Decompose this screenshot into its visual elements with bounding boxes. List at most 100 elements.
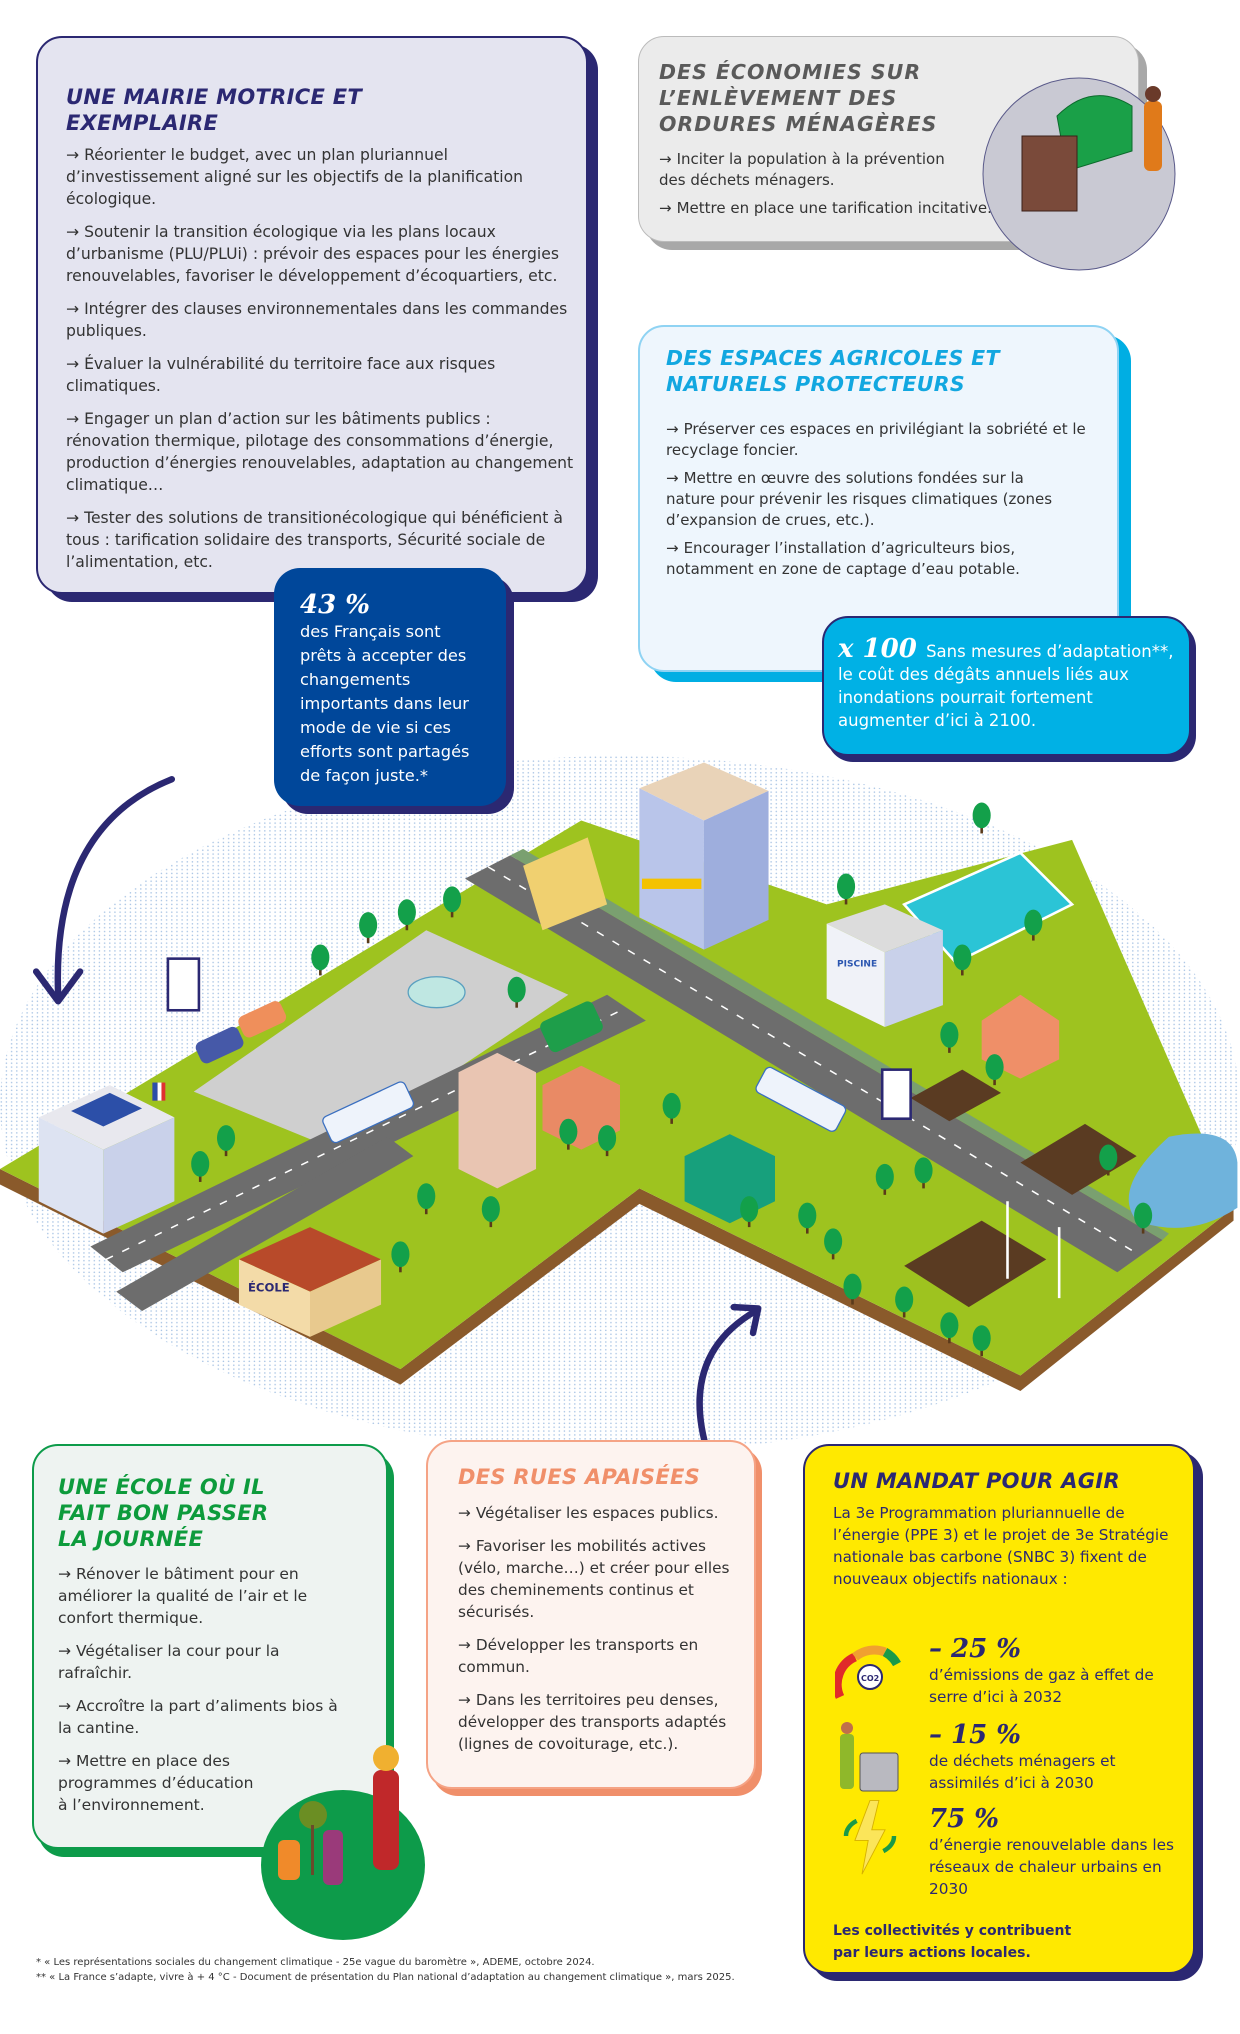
bus	[755, 1066, 847, 1132]
arrowhead-icon	[32, 968, 84, 1005]
worker-head	[1145, 86, 1161, 102]
arrow-icon: →	[66, 223, 80, 241]
stat-text: d’énergie renouvelable dans les réseaux …	[929, 1836, 1175, 1898]
arrow-icon: →	[58, 1752, 71, 1770]
rues-card: DES RUES APAISÉES →Végétaliser les espac…	[426, 1440, 756, 1789]
school-sign: ÉCOLE	[248, 1280, 290, 1295]
list-item: →Accroître la part d’aliments bios à la …	[58, 1697, 338, 1737]
curved-arrow-icon	[54, 776, 176, 999]
espaces-title: DES ESPACES AGRICOLES ET NATURELS PROTEC…	[666, 346, 1000, 396]
curved-arrow-icon	[696, 1307, 759, 1453]
tree-icon	[1024, 909, 1043, 936]
pool-sign: PISCINE	[837, 959, 877, 969]
tree-icon	[824, 1228, 843, 1255]
list-item: →Mettre en œuvre des solutions fondées s…	[666, 469, 1053, 529]
tree-icon	[417, 1183, 436, 1210]
recycling-bin-icon	[840, 1722, 899, 1792]
apartment-building	[458, 1052, 537, 1189]
tree-icon	[559, 1118, 578, 1145]
tree-icon	[598, 1125, 617, 1151]
tree-icon	[972, 802, 991, 829]
espaces-card: DES ESPACES AGRICOLES ET NATURELS PROTEC…	[638, 325, 1119, 672]
city-illustration: ÉCOLE PISCINE	[0, 756, 1240, 1453]
list-item: →Encourager l’installation d’agriculteur…	[666, 539, 1020, 578]
stat-value: 43 %	[300, 590, 370, 620]
list-item: →Soutenir la transition écologique via l…	[66, 223, 559, 285]
tree-icon	[940, 1021, 959, 1048]
mandat-closing: Les collectivités y contribuent par leur…	[833, 1923, 1072, 1961]
stat-item: 75 % d’énergie renouvelable dans les rés…	[929, 1804, 1189, 1900]
tree-icon	[985, 1054, 1004, 1080]
mandat-intro: La 3e Programmation pluriannuelle de l’é…	[833, 1504, 1169, 1588]
child-figure	[323, 1830, 343, 1885]
ecole-title: UNE ÉCOLE OÙ IL FAIT BON PASSER LA JOURN…	[58, 1475, 269, 1551]
list-item: →Végétaliser les espaces publics.	[458, 1504, 719, 1522]
tree-icon	[507, 976, 526, 1003]
stat-value: – 25 %	[929, 1634, 1021, 1664]
tree-icon	[217, 1125, 236, 1151]
list-item: →Mettre en place des programmes d’éducat…	[58, 1752, 254, 1814]
stat-value: 75 %	[929, 1804, 999, 1834]
tree-icon	[397, 899, 416, 926]
list-item: →Dans les territoires peu denses, dévelo…	[458, 1691, 727, 1753]
crop-field	[910, 1069, 1002, 1122]
worker-figure	[1144, 101, 1162, 171]
co2-label: CO2	[861, 1674, 879, 1683]
arrow-icon: →	[66, 300, 80, 318]
tree-icon	[875, 1163, 894, 1190]
list-item: →Favoriser les mobilités actives (vélo, …	[458, 1537, 730, 1621]
tree-icon	[843, 1273, 862, 1300]
stat-text: de déchets ménagers et assimilés d’ici à…	[929, 1752, 1116, 1792]
renewable-energy-icon	[843, 1800, 897, 1875]
sapling-icon	[299, 1801, 327, 1829]
arrow-icon: →	[659, 199, 672, 217]
arrow-icon: →	[458, 1504, 471, 1522]
arrow-icon: →	[666, 420, 679, 438]
tree-icon	[972, 1325, 991, 1352]
arrow-icon: →	[458, 1636, 471, 1654]
mairie-list: →Réorienter le budget, avec un plan plur…	[66, 144, 576, 584]
list-item: →Engager un plan d’action sur les bâtime…	[66, 410, 574, 494]
bus-stop-sign	[880, 1068, 912, 1120]
stat-text: d’émissions de gaz à effet de serre d’ic…	[929, 1666, 1154, 1706]
plaza	[193, 930, 569, 1150]
tree-icon	[1134, 1202, 1153, 1229]
farm-house	[981, 994, 1060, 1079]
tree-icon	[940, 1312, 959, 1339]
road-school	[116, 1136, 414, 1312]
economies-list: →Inciter la population à la prévention d…	[659, 149, 1059, 226]
tree-icon	[391, 1241, 410, 1268]
crop-field	[904, 1220, 1047, 1308]
arrow-icon: →	[58, 1565, 71, 1583]
tree-icon	[953, 944, 972, 971]
tree-icon	[311, 944, 330, 971]
bus	[322, 1081, 415, 1144]
teacher-figure	[373, 1770, 399, 1870]
footnote: * « Les représentations sociales du chan…	[36, 1957, 595, 1968]
road-main	[465, 855, 1163, 1273]
compost-bin-icon	[1021, 135, 1078, 212]
stat-43-box: 43 % des Français sont prêts à accepter …	[274, 568, 506, 806]
crop-field	[1020, 1123, 1137, 1195]
tree-icon	[662, 1092, 681, 1119]
stat-value: – 15 %	[929, 1720, 1021, 1750]
tree-icon	[443, 886, 462, 913]
bus-stop-sign	[166, 957, 201, 1012]
mairie-title: UNE MAIRIE MOTRICE ET EXEMPLAIRE	[66, 85, 362, 135]
waste-bins-illustration	[982, 77, 1176, 271]
stat-100-box: x 100 Sans mesures d’adaptation**, le co…	[822, 616, 1191, 756]
stat-text: des Français sont prêts à accepter des c…	[300, 622, 470, 785]
car	[238, 1001, 287, 1038]
list-item: →Intégrer des clauses environnementales …	[66, 300, 568, 340]
car	[195, 1026, 244, 1064]
garbage-truck	[540, 1001, 603, 1053]
lake	[1128, 1133, 1238, 1228]
ecole-card: UNE ÉCOLE OÙ IL FAIT BON PASSER LA JOURN…	[32, 1444, 388, 1849]
rues-list: →Végétaliser les espaces publics. →Favor…	[458, 1502, 743, 1766]
mandat-title: UN MANDAT POUR AGIR	[833, 1469, 1120, 1493]
list-item: →Évaluer la vulnérabilité du territoire …	[66, 355, 496, 395]
road-marking	[105, 1006, 627, 1261]
tree-icon	[1099, 1144, 1118, 1171]
town-hall-building	[38, 1082, 175, 1234]
economies-title: DES ÉCONOMIES SUR L’ENLÈVEMENT DES ORDUR…	[659, 60, 938, 136]
